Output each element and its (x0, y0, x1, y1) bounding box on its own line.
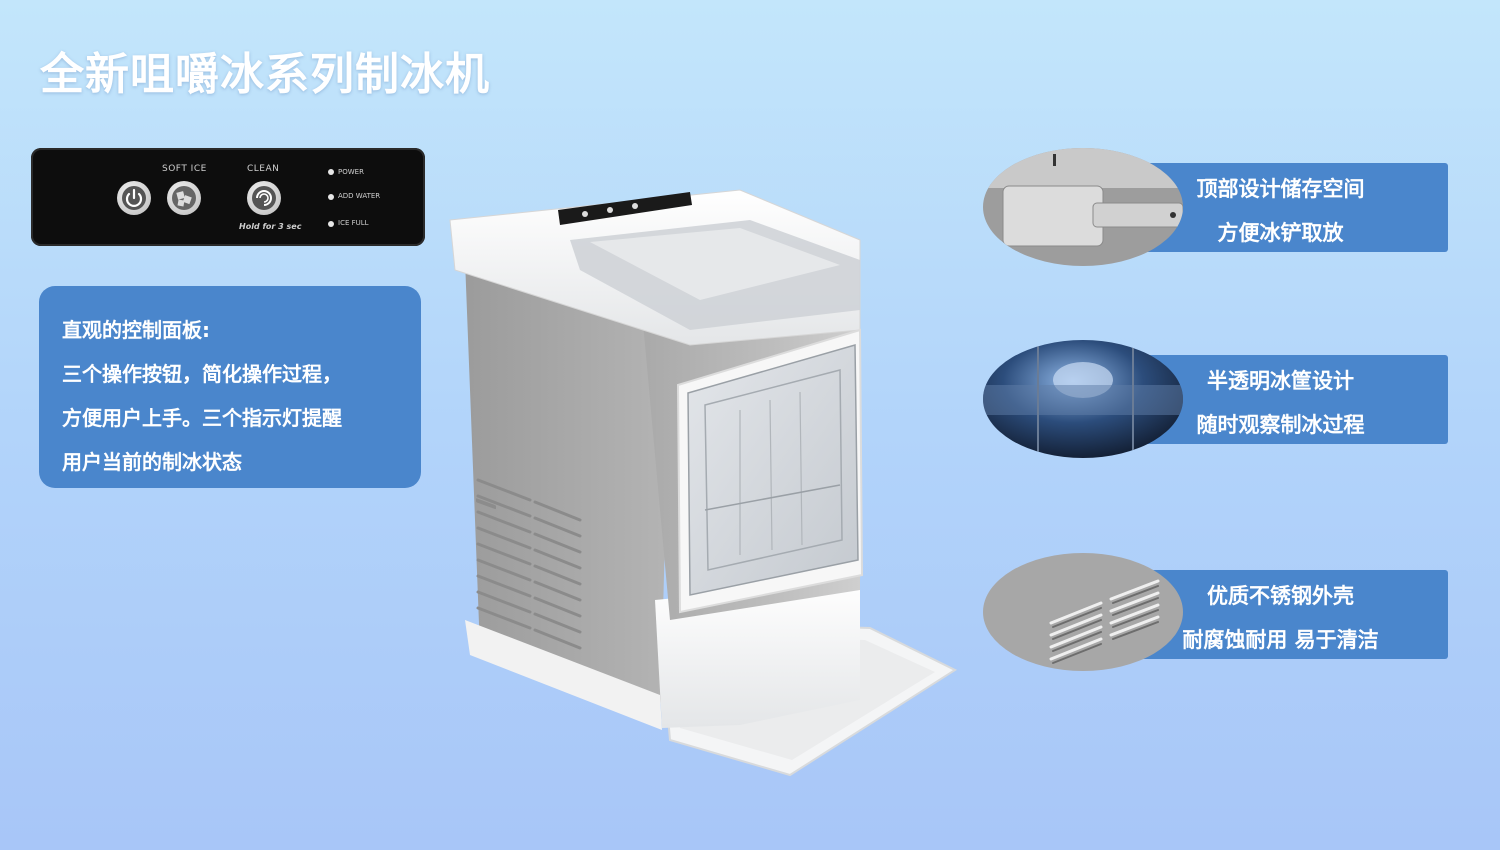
soft-ice-label: SOFT ICE (162, 164, 207, 174)
clean-button[interactable] (247, 181, 281, 215)
swirl-icon (252, 186, 276, 210)
description-line: 直观的控制面板: (62, 318, 210, 342)
ice-maker-image (449, 189, 958, 777)
feature-line-1: 优质不锈钢外壳 (1207, 584, 1354, 608)
vent-grille-image (983, 553, 1183, 671)
feature-line-1: 半透明冰筐设计 (1207, 369, 1354, 393)
control-panel: SOFT ICE CLEAN Hold for 3 sec POWER ADD … (31, 148, 425, 246)
power-icon (122, 186, 146, 210)
ice-scoop-image (983, 148, 1183, 266)
page-title: 全新咀嚼冰系列制冰机 (40, 49, 490, 100)
description-card: 直观的控制面板: 三个操作按钮，简化操作过程， 方便用户上手。三个指示灯提醒 用… (39, 286, 421, 488)
ice-basket-image (983, 340, 1183, 458)
feature-line-1: 顶部设计储存空间 (1196, 177, 1365, 201)
feature-shell: 优质不锈钢外壳 耐腐蚀耐用 易于清洁 (983, 553, 1448, 673)
description-line: 用户当前的制冰状态 (62, 450, 242, 474)
description-line: 方便用户上手。三个指示灯提醒 (62, 406, 342, 430)
hold-note: Hold for 3 sec (239, 222, 302, 231)
ice-full-indicator-led (328, 221, 334, 227)
clean-label: CLEAN (247, 164, 280, 174)
power-indicator-label: POWER (338, 168, 364, 176)
feature-line-2: 随时观察制冰过程 (1196, 413, 1365, 437)
ice-full-indicator-label: ICE FULL (338, 219, 369, 227)
feature-basket: 半透明冰筐设计 随时观察制冰过程 (983, 340, 1448, 460)
power-button[interactable] (117, 181, 151, 215)
ice-cubes-icon (172, 186, 196, 210)
power-indicator-led (328, 169, 334, 175)
add-water-indicator-label: ADD WATER (338, 192, 381, 200)
add-water-indicator-led (328, 194, 334, 200)
soft-ice-button[interactable] (167, 181, 201, 215)
feature-storage: 顶部设计储存空间 方便冰铲取放 (983, 148, 1448, 268)
feature-line-2: 耐腐蚀耐用 易于清洁 (1182, 628, 1379, 652)
feature-line-2: 方便冰铲取放 (1217, 221, 1344, 245)
description-line: 三个操作按钮，简化操作过程， (62, 362, 342, 386)
